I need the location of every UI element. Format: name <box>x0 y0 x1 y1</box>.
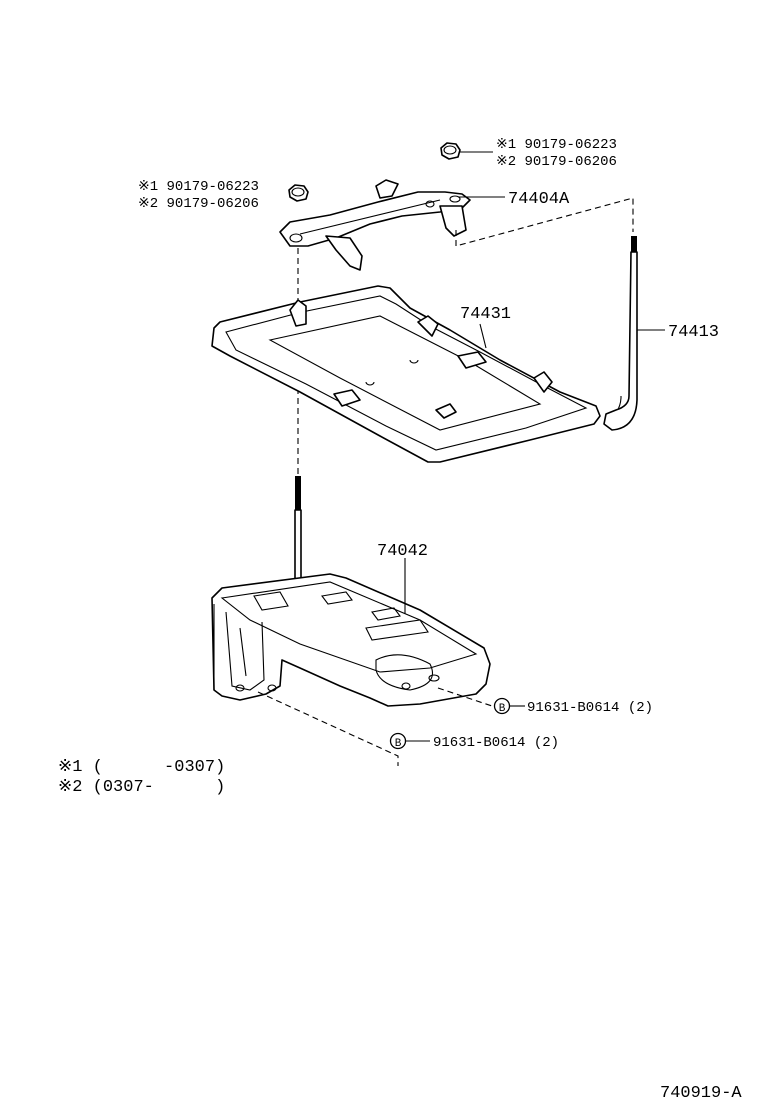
label-nut-top-1: ※1 90179-06223 <box>496 137 617 153</box>
svg-text:B: B <box>395 738 402 750</box>
hold-down-bracket <box>279 179 471 271</box>
drawing-id: 740919-A <box>660 1084 742 1103</box>
label-rod: 74413 <box>668 323 719 342</box>
nut-top <box>440 142 461 160</box>
label-tray: 74431 <box>460 305 511 324</box>
nut-left <box>288 184 309 202</box>
bolt-marker-right: B <box>493 697 511 715</box>
label-bolt-left: 91631-B0614 (2) <box>433 735 559 751</box>
label-bracket: 74404A <box>508 190 570 209</box>
label-bolt-right: 91631-B0614 (2) <box>527 700 653 716</box>
leader-tray <box>479 323 487 349</box>
guide-bolt-left <box>257 691 399 766</box>
battery-carrier <box>211 573 491 707</box>
label-nut-left-1: ※1 90179-06223 <box>138 179 259 195</box>
svg-text:B: B <box>499 703 506 715</box>
label-nut-top-2: ※2 90179-06206 <box>496 154 617 170</box>
label-carrier: 74042 <box>377 542 428 561</box>
footnote-1: ※1 ( -0307) <box>58 758 225 777</box>
footnote-2: ※2 (0307- ) <box>58 778 225 797</box>
hold-down-rod <box>603 236 638 431</box>
battery-tray <box>211 285 601 463</box>
label-nut-left-2: ※2 90179-06206 <box>138 196 259 212</box>
bolt-marker-left: B <box>389 732 407 750</box>
